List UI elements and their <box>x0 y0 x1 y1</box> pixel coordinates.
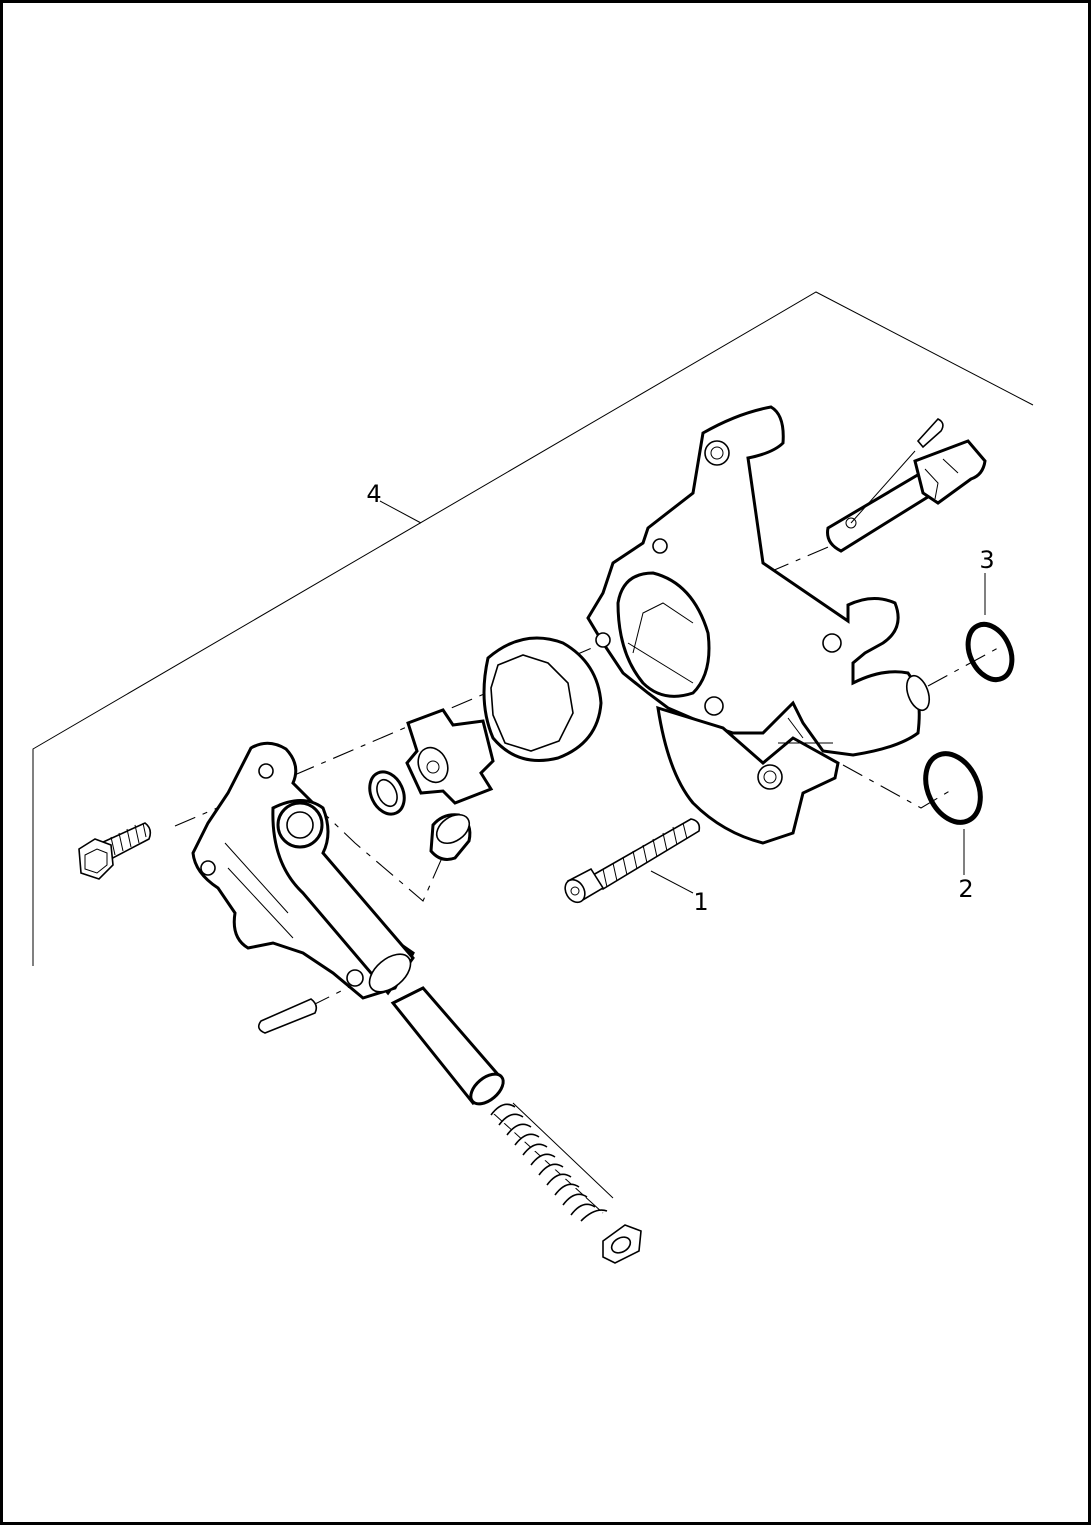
ring2-axis <box>842 764 954 809</box>
callout-1: 1 <box>693 888 708 916</box>
drive-shaft <box>826 418 987 553</box>
check-valve-cap <box>429 813 472 861</box>
cap-axis <box>312 802 446 902</box>
callout-3: 3 <box>979 546 994 574</box>
o-ring-2 <box>923 751 983 825</box>
leader-1 <box>650 870 694 894</box>
spring-plug <box>602 1224 642 1264</box>
ring3-axis <box>927 647 999 687</box>
inner-gerotor <box>405 708 495 805</box>
assembly-bracket <box>32 291 1034 966</box>
roll-pin <box>257 998 318 1034</box>
washer <box>368 770 406 816</box>
leader-4 <box>379 500 422 524</box>
relief-valve-piston <box>390 986 505 1106</box>
exploded-parts-diagram: 1 2 3 4 <box>32 291 1034 1264</box>
pump-body <box>586 405 931 845</box>
pump-cover <box>191 741 415 1000</box>
callout-4: 4 <box>366 480 381 508</box>
callout-2: 2 <box>958 875 973 903</box>
relief-valve-spring <box>490 1102 614 1222</box>
o-ring-3 <box>965 621 1015 683</box>
hex-bolt <box>78 822 152 880</box>
socket-head-screw <box>564 818 701 904</box>
outer-gerotor <box>482 636 603 762</box>
